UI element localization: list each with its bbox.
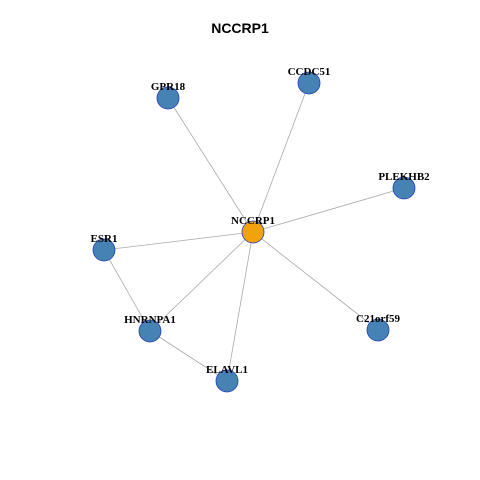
graph-title: NCCRP1 [211, 20, 269, 36]
node-label-hnrnpa1: HNRNPA1 [124, 314, 176, 326]
node-elavl1 [215, 369, 239, 393]
edges-layer [103, 82, 405, 382]
node-label-esr1: ESR1 [91, 233, 118, 245]
node-c21orf59 [366, 318, 390, 342]
node-label-elavl1: ELAVL1 [206, 364, 248, 376]
node-label-gpr18: GPR18 [151, 81, 186, 93]
node-label-c21orf59: C21orf59 [356, 313, 400, 325]
edge-nccrp1-gpr18 [167, 97, 254, 233]
node-gpr18 [156, 86, 180, 110]
edge-hnrnpa1-elavl1 [149, 330, 228, 382]
edge-nccrp1-elavl1 [226, 231, 254, 382]
node-nccrp1 [241, 220, 265, 244]
node-label-plekhb2: PLEKHB2 [378, 171, 430, 183]
edge-nccrp1-esr1 [103, 231, 254, 251]
node-plekhb2 [392, 176, 416, 200]
edge-esr1-hnrnpa1 [103, 249, 151, 332]
node-hnrnpa1 [138, 319, 162, 343]
edge-nccrp1-hnrnpa1 [149, 231, 254, 332]
edge-nccrp1-c21orf59 [252, 231, 379, 331]
node-label-nccrp1: NCCRP1 [231, 215, 275, 227]
node-ccdc51 [297, 71, 321, 95]
edge-nccrp1-ccdc51 [252, 82, 310, 233]
node-label-ccdc51: CCDC51 [288, 66, 331, 78]
edge-nccrp1-plekhb2 [252, 187, 405, 233]
node-esr1 [92, 238, 116, 262]
nodes-layer [92, 71, 416, 393]
